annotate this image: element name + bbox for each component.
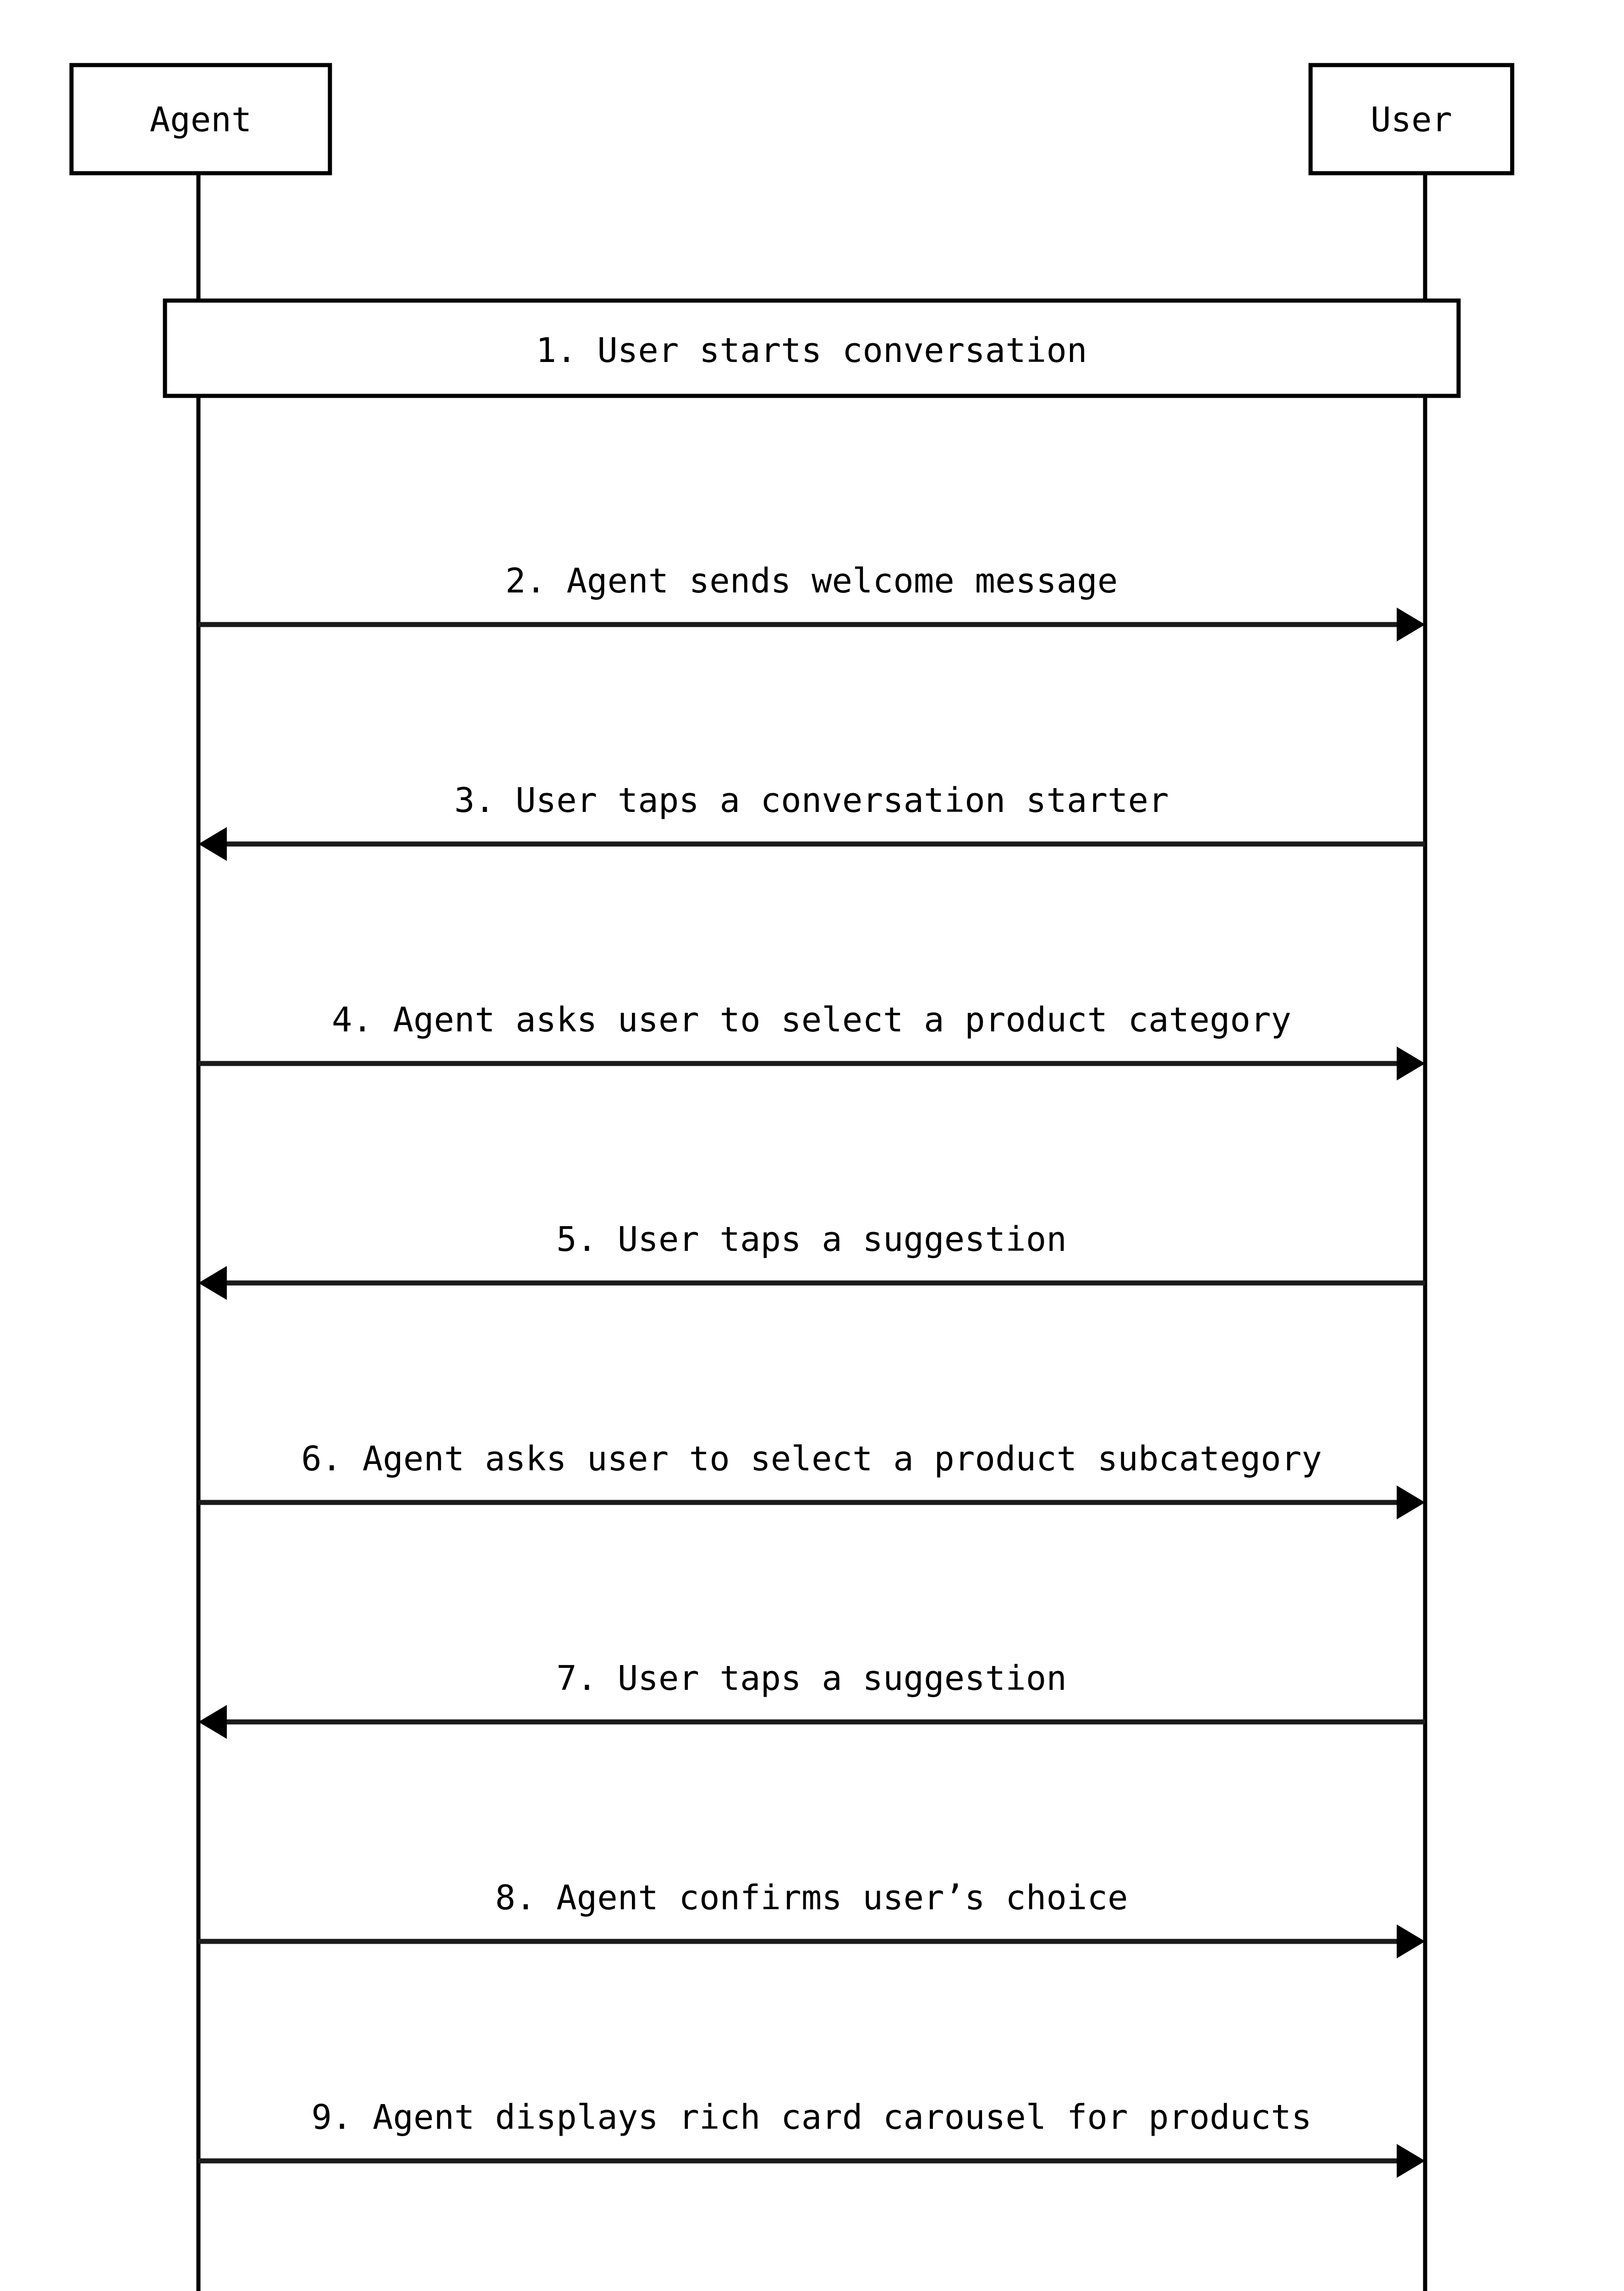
note-box-1: 1. User starts conversation <box>163 298 1461 398</box>
message-7: 7. User taps a suggestion <box>198 1659 1425 1739</box>
message-2-arrowhead-right <box>1397 608 1425 641</box>
message-2: 2. Agent sends welcome message <box>198 561 1425 641</box>
message-9-arrowhead-right <box>1397 2144 1425 2178</box>
message-4: 4. Agent asks user to select a product c… <box>198 1000 1425 1080</box>
message-9: 9. Agent displays rich card carousel for… <box>198 2098 1425 2178</box>
message-8-label: 8. Agent confirms user’s choice <box>495 1878 1128 1918</box>
message-9-label: 9. Agent displays rich card carousel for… <box>311 2098 1311 2137</box>
message-4-arrowhead-right <box>1397 1047 1425 1080</box>
participant-head-agent-label: Agent <box>150 100 252 140</box>
message-7-label: 7. User taps a suggestion <box>556 1659 1067 1698</box>
message-6: 6. Agent asks user to select a product s… <box>198 1439 1425 1519</box>
message-5-label: 5. User taps a suggestion <box>556 1220 1067 1259</box>
message-7-arrowhead-left <box>198 1705 227 1739</box>
message-5-arrowhead-left <box>198 1266 227 1300</box>
participant-head-user[interactable]: User <box>1308 63 1514 175</box>
participant-head-user-label: User <box>1371 100 1452 140</box>
note-box-1-rect <box>163 298 1461 398</box>
lifelines <box>196 173 1427 2291</box>
participant-head-agent[interactable]: Agent <box>69 63 332 175</box>
message-8: 8. Agent confirms user’s choice <box>198 1878 1425 1958</box>
message-6-arrowhead-right <box>1397 1485 1425 1519</box>
message-2-label: 2. Agent sends welcome message <box>505 561 1118 601</box>
note-box-1-label: 1. User starts conversation <box>536 331 1087 370</box>
message-6-label: 6. Agent asks user to select a product s… <box>301 1439 1322 1479</box>
message-3-arrowhead-left <box>198 827 227 861</box>
message-5: 5. User taps a suggestion <box>198 1220 1425 1300</box>
message-3: 3. User taps a conversation starter <box>198 781 1425 861</box>
message-8-arrowhead-right <box>1397 1924 1425 1958</box>
message-3-label: 3. User taps a conversation starter <box>454 781 1169 820</box>
message-4-label: 4. Agent asks user to select a product c… <box>332 1000 1291 1040</box>
